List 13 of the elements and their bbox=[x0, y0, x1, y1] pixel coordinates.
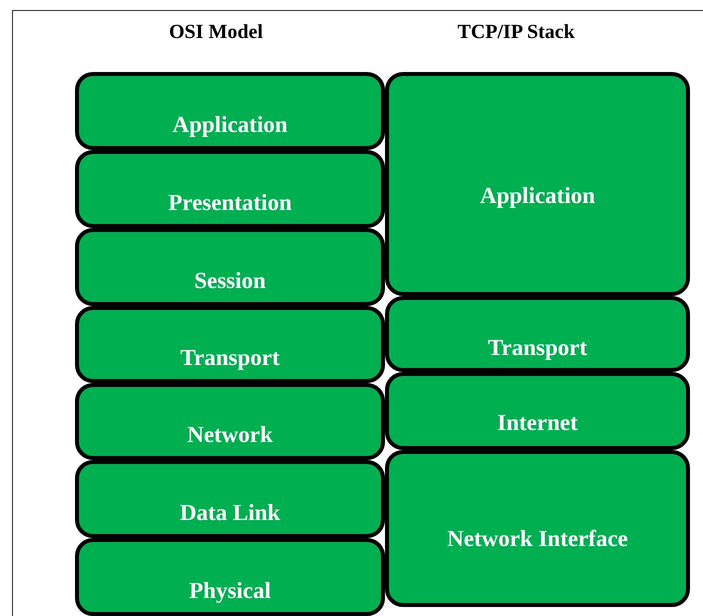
layer-label: Application bbox=[172, 112, 288, 138]
layer-label: Physical bbox=[189, 578, 271, 604]
layer-label: Data Link bbox=[180, 500, 280, 526]
layer-label: Internet bbox=[497, 410, 578, 436]
column-heading: TCP/IP Stack bbox=[458, 20, 575, 44]
layer-label: Application bbox=[480, 183, 596, 209]
layer-label: Network Interface bbox=[447, 526, 628, 552]
layer-label: Session bbox=[194, 268, 266, 294]
layer-label: Transport bbox=[180, 345, 280, 371]
layer-label: Network bbox=[187, 422, 273, 448]
layer-label: Presentation bbox=[168, 190, 292, 216]
column-heading: OSI Model bbox=[169, 20, 263, 44]
layer-label: Transport bbox=[488, 335, 588, 361]
